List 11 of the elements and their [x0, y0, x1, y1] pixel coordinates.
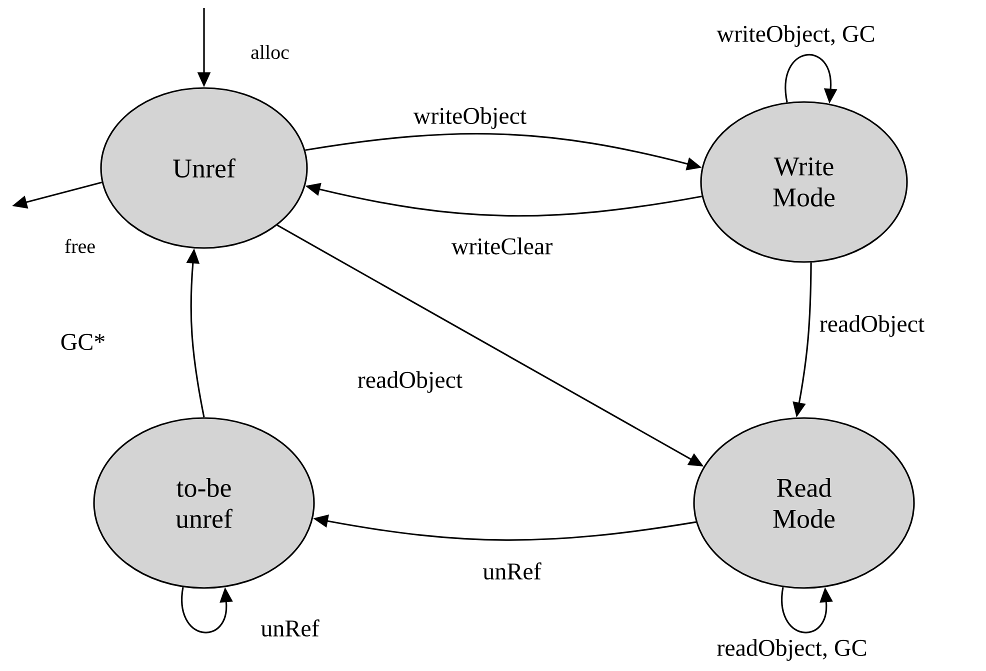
- edge-label: readObject: [818, 314, 926, 338]
- edge-label: unRef: [260, 618, 320, 638]
- edge-label: writeObject, GC: [716, 24, 876, 48]
- edge-label: free: [63, 238, 97, 254]
- edge-label: GC*: [59, 332, 107, 352]
- edge-label: readObject, GC: [716, 638, 868, 662]
- edge-label: readObject: [356, 370, 464, 394]
- edge-label: writeClear: [450, 236, 554, 256]
- edge-label: unRef: [482, 561, 542, 581]
- edge-label: writeObject: [412, 106, 528, 130]
- edge-label: alloc: [250, 44, 290, 60]
